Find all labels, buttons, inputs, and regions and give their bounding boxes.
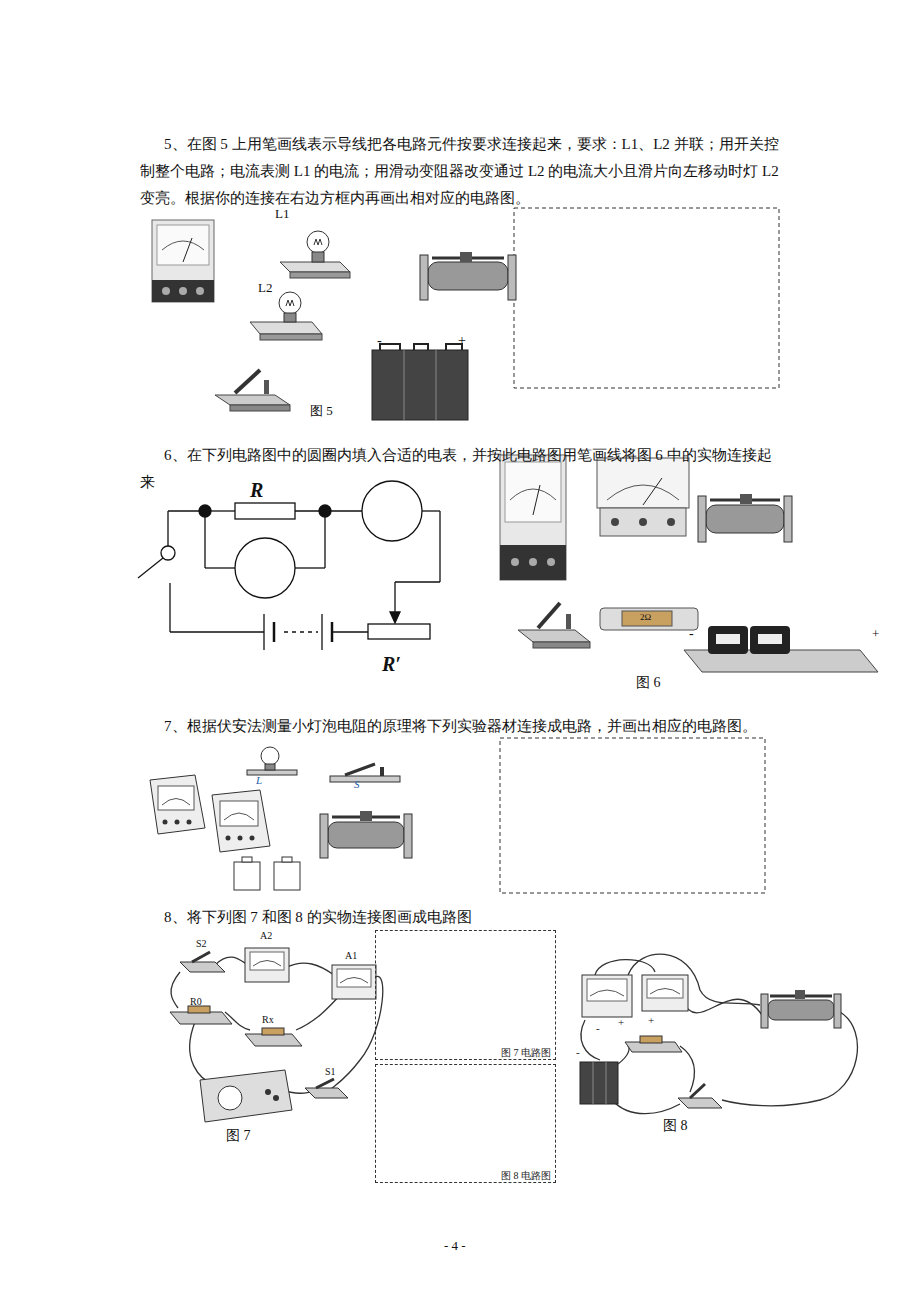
switch (678, 1084, 722, 1108)
switch-S1 (305, 1079, 348, 1098)
switch (215, 370, 290, 411)
label-text: L2 (258, 280, 272, 296)
label-text: S2 (196, 938, 207, 950)
switch-S2 (180, 952, 225, 972)
battery (580, 1062, 618, 1104)
battery-holder (684, 626, 878, 672)
label-text: - (596, 1022, 600, 1035)
switch (518, 603, 590, 648)
label-text: L1 (275, 206, 289, 222)
label-text: - (377, 333, 382, 350)
ammeter (642, 975, 688, 1011)
box-caption: 图 8 电路图 (501, 1170, 551, 1181)
answer-box: 图 8 电路图 (375, 1064, 556, 1183)
bulb-L2 (250, 292, 322, 340)
rheostat (698, 494, 792, 542)
switch (330, 764, 400, 782)
resistor-R0 (170, 1006, 232, 1024)
label-text: S1 (325, 1066, 336, 1078)
label-text: A1 (345, 950, 357, 962)
ammeter-A2 (245, 948, 289, 982)
ammeter (150, 775, 205, 834)
dry-cells (234, 857, 300, 890)
label-text: 图 7 (226, 1128, 251, 1145)
label-text: 图 8 (663, 1118, 688, 1135)
label-text: + (458, 333, 466, 350)
resistor (625, 1036, 682, 1052)
rheostat (761, 990, 841, 1028)
answer-box (514, 208, 779, 388)
voltmeter-photo (597, 458, 689, 536)
label-text: - 4 - (444, 1238, 466, 1254)
question-text: 6、在下列电路图中的圆圈内填入合适的电表，并按此电路图用笔画线将图 6 中的实物… (140, 442, 786, 496)
label-text: A2 (260, 930, 272, 942)
voltmeter (212, 790, 270, 852)
answer-box (500, 738, 765, 893)
ammeter-A1 (332, 965, 376, 999)
label-text: L (256, 774, 262, 787)
circuit-q6 (138, 481, 440, 650)
label-text: + (648, 1014, 654, 1027)
wires-fig8 (581, 954, 857, 1114)
battery-box (372, 344, 468, 420)
voltmeter (582, 975, 632, 1017)
question-text: 5、在图 5 上用笔画线表示导线把各电路元件按要求连接起来，要求：L1、L2 并… (140, 131, 786, 212)
label-text: R′ (382, 652, 401, 676)
box-caption: 图 7 电路图 (501, 1047, 551, 1058)
label-text: + (618, 1016, 624, 1029)
label-text: - (576, 1046, 580, 1059)
rheostat (420, 252, 516, 300)
label-text: 图 6 (636, 675, 661, 692)
resistor-Rx (245, 1028, 302, 1046)
label-text: S (354, 778, 360, 791)
label-text: 2Ω (640, 612, 651, 623)
label-text: Rx (262, 1014, 274, 1026)
power-supply (200, 1070, 292, 1122)
label-text: R0 (190, 996, 202, 1008)
bulb (247, 747, 297, 775)
label-text: + (872, 626, 879, 642)
question-text: 7、根据伏安法测量小灯泡电阻的原理将下列实验器材连接成电路，并画出相应的电路图。 (140, 713, 800, 740)
label-text: 图 5 (310, 403, 333, 419)
rheostat (320, 811, 412, 858)
label-text: - (689, 626, 694, 643)
resistor-board (600, 608, 698, 630)
ammeter-photo (152, 220, 214, 302)
label-text: R (250, 478, 263, 502)
ammeter-photo (500, 455, 566, 580)
answer-box: 图 7 电路图 (375, 930, 556, 1060)
bulb-L1 (280, 231, 350, 278)
question-text: 8、将下列图 7 和图 8 的实物连接图画成电路图 (140, 904, 800, 931)
